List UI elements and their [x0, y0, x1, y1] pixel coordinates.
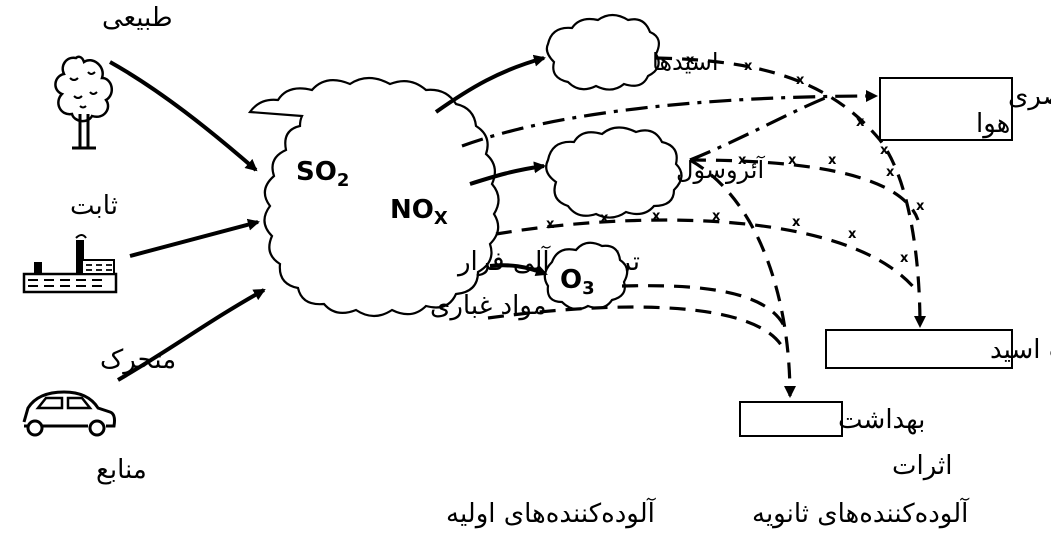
arrow-mobile-to-primary — [117, 288, 266, 382]
x-marker: x — [788, 153, 797, 168]
aerosol-cloud — [545, 126, 683, 219]
acid-deposition-box — [825, 329, 1013, 369]
acids-label: اسیدها — [652, 48, 719, 76]
x-marker: x — [796, 73, 805, 88]
o3-subscript: 3 — [582, 278, 595, 299]
health-box — [739, 401, 843, 437]
arrow-primary-to-health — [487, 305, 786, 351]
arrow-stationary-to-primary — [129, 218, 260, 258]
secondary-heading: آلوده‌کننده‌های ثانویه — [752, 497, 970, 529]
x-marker: x — [880, 143, 889, 158]
x-markers: x x x x x x x x x x x x x x x x x — [546, 53, 925, 266]
x-marker: x — [600, 211, 609, 226]
x-marker: x — [652, 209, 661, 224]
x-marker: x — [744, 59, 753, 74]
arrow-aerosol-to-health — [689, 158, 796, 398]
x-marker: x — [686, 53, 695, 68]
factory-icon — [22, 234, 118, 294]
arrow-primary-to-acids — [434, 54, 546, 114]
x-marker: x — [848, 227, 857, 242]
x-marker: x — [886, 165, 895, 180]
health-label: بهداشت — [838, 405, 925, 435]
car-icon — [22, 390, 116, 437]
sources-heading: منابع — [96, 455, 147, 485]
so2-label: SO2 — [296, 157, 349, 191]
pm-label: مواد غباری — [430, 291, 547, 321]
source-natural-label: طبیعی — [102, 3, 173, 33]
x-marker: x — [792, 215, 801, 230]
tree-icon — [54, 55, 114, 150]
nox-subscript: X — [434, 208, 448, 229]
so2-subscript: 2 — [337, 170, 350, 191]
source-stationary-label: ثابت — [70, 191, 118, 221]
x-marker: x — [900, 251, 909, 266]
arrow-acids-to-deposition — [655, 56, 926, 328]
acid-deposition-label: انباشت اسید — [990, 335, 1051, 365]
arrow-primary-to-o3 — [489, 263, 548, 277]
arrow-o3-to-health — [621, 284, 788, 331]
primary-heading: آلوده‌کننده‌های اولیه — [446, 497, 657, 529]
x-marker: x — [712, 209, 721, 224]
x-marker: x — [916, 199, 925, 214]
x-marker: x — [738, 153, 747, 168]
arrow-aerosol-to-deposition — [689, 158, 920, 221]
nox-label: NOX — [390, 195, 448, 229]
effects-heading: اثرات — [892, 451, 953, 481]
primary-pollutants-cloud — [247, 76, 500, 318]
arrow-primary-to-visibility — [461, 90, 878, 148]
visibility-label-line1: کیفیت بصری — [1008, 81, 1051, 111]
arrow-primary-to-aerosol — [469, 161, 546, 186]
arrow-aerosol-to-visibility — [689, 94, 831, 162]
o3-cloud — [543, 241, 629, 311]
acids-cloud — [545, 13, 661, 91]
visibility-label-line2: هوا — [976, 109, 1010, 139]
o3-label: O3 — [560, 265, 595, 299]
x-marker: x — [546, 217, 555, 232]
arrow-natural-to-primary — [109, 60, 258, 172]
arrow-primary-to-deposition — [495, 218, 918, 292]
x-marker: x — [856, 115, 865, 130]
x-marker: x — [828, 153, 837, 168]
visibility-box — [879, 77, 1013, 141]
